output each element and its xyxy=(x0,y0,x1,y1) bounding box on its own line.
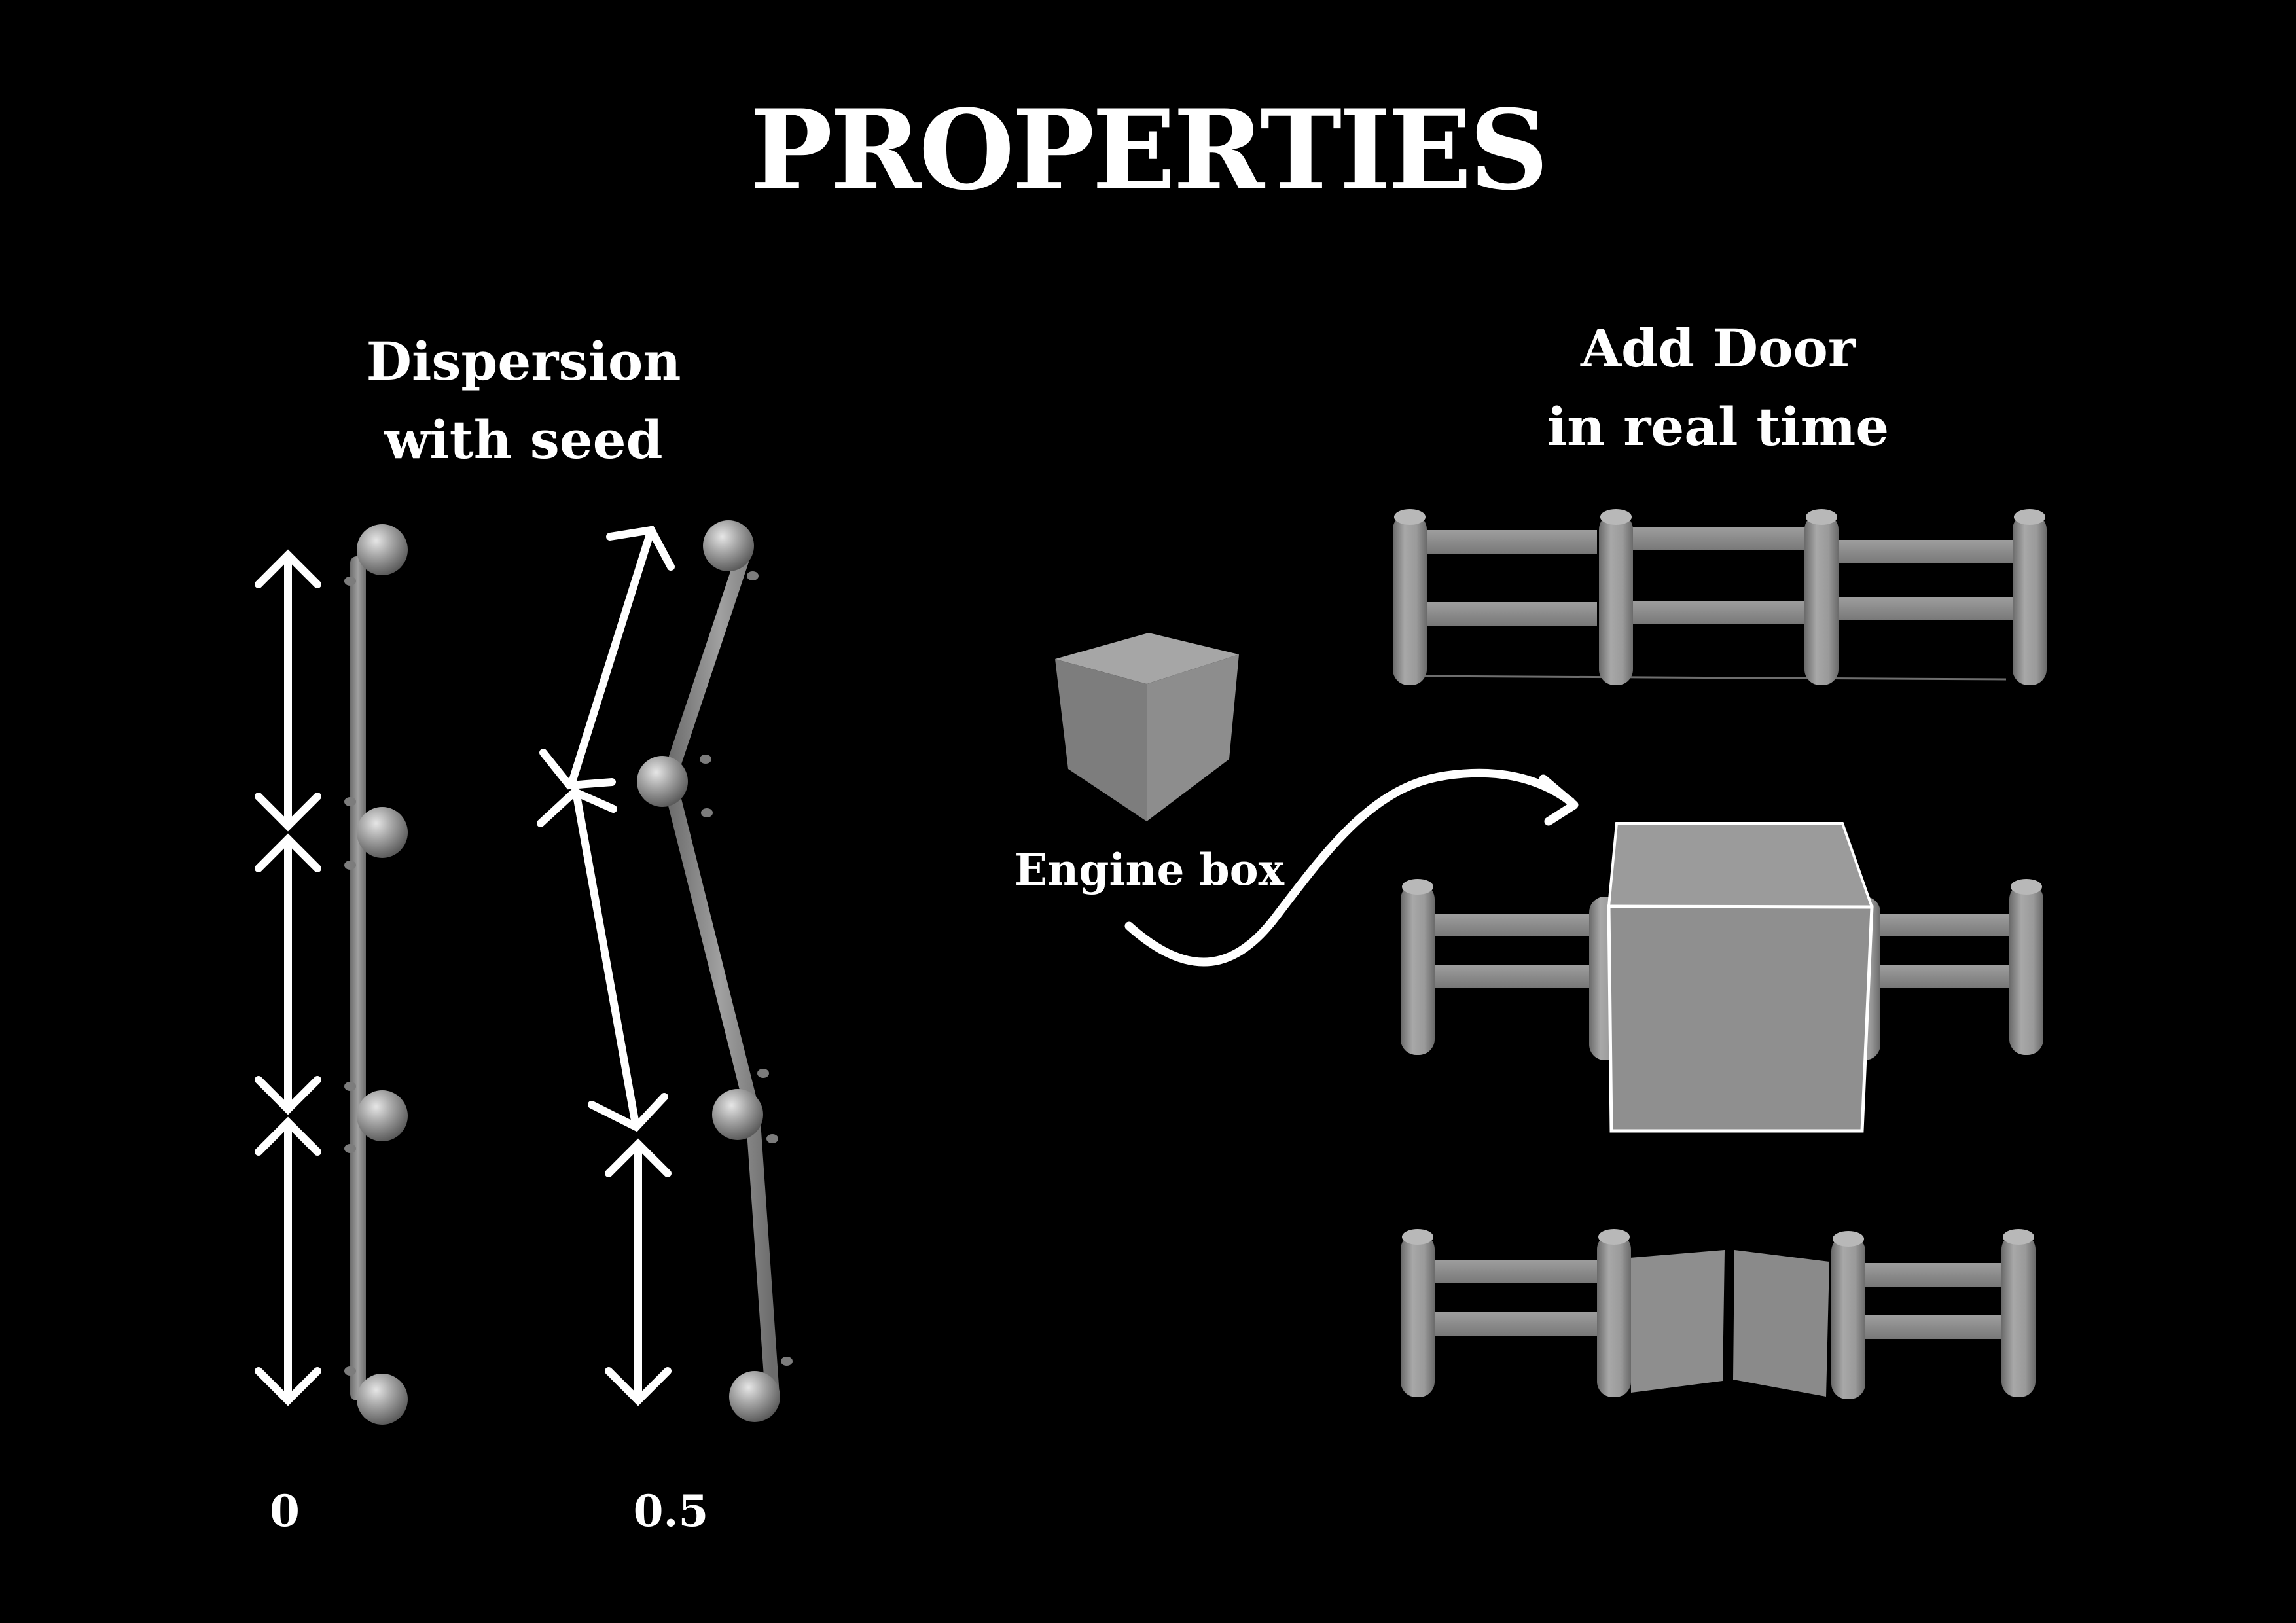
sphere-node-2 xyxy=(357,807,408,858)
dispersion-heading-line1: Dispersion xyxy=(366,330,681,392)
engine-box-label: Engine box xyxy=(1014,844,1284,895)
engine-box-cube-icon xyxy=(1055,633,1239,821)
sphere-node-3 xyxy=(357,1090,408,1141)
curved-arrow xyxy=(1124,768,1575,967)
varied-spacing-arrows xyxy=(537,526,675,1406)
sphere-node-1 xyxy=(703,520,754,571)
curved-arrow-head xyxy=(1539,774,1579,826)
page-title: PROPERTIES xyxy=(749,85,1549,215)
fence-plain xyxy=(1393,509,2047,685)
sphere-node-2 xyxy=(637,756,688,807)
sphere-node-4 xyxy=(729,1371,780,1422)
pole-joint-nubs xyxy=(344,577,356,1376)
sphere-node-3 xyxy=(712,1089,763,1140)
door-heading-line2: in real time xyxy=(1547,396,1890,457)
door-heading-line1: Add Door xyxy=(1580,317,1856,379)
equal-spacing-arrows xyxy=(255,549,321,1406)
straight-pole-model xyxy=(344,524,408,1425)
door-leaf-right xyxy=(1733,1250,1829,1397)
dispersed-pole-shaft xyxy=(662,544,780,1402)
sphere-node-4 xyxy=(357,1374,408,1425)
dispersion-value-high-label: 0.5 xyxy=(633,1486,709,1537)
sphere-node-1 xyxy=(357,524,408,575)
fence-with-door xyxy=(1401,1229,2036,1399)
dispersion-heading-line2: with seed xyxy=(384,409,663,471)
door-leaf-left xyxy=(1630,1250,1725,1393)
straight-pole-shaft xyxy=(350,556,366,1400)
dispersed-pole-model xyxy=(637,520,793,1422)
fence-with-engine-box xyxy=(1401,822,2043,1133)
dispersion-value-low-label: 0 xyxy=(270,1486,300,1537)
